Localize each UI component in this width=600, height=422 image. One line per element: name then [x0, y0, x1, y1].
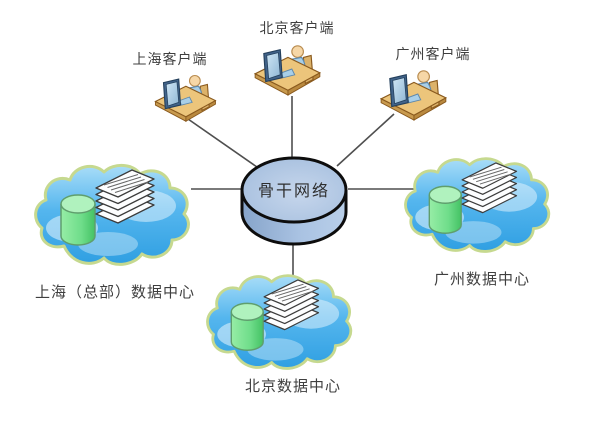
shanghai-datacenter-label: 上海（总部）数据中心	[34, 285, 195, 301]
datacenter-cloud-icon	[206, 270, 356, 378]
guangzhou-client-label: 广州客户端	[395, 48, 471, 63]
backbone-network-cylinder-icon	[240, 156, 348, 246]
client-workstation-icon	[377, 66, 449, 122]
client-workstation-icon	[251, 41, 323, 97]
client-workstation-icon	[149, 71, 221, 123]
guangzhou-datacenter-label: 广州数据中心	[433, 272, 530, 288]
connection-line	[336, 113, 395, 167]
beijing-datacenter-label: 北京数据中心	[244, 379, 341, 395]
backbone-network-label: 骨干网络	[257, 183, 330, 200]
datacenter-cloud-icon	[404, 151, 554, 263]
datacenter-cloud-icon	[32, 162, 196, 272]
connection-line	[187, 118, 258, 168]
shanghai-client-label: 上海客户端	[132, 53, 208, 68]
beijing-client-label: 北京客户端	[259, 22, 335, 37]
